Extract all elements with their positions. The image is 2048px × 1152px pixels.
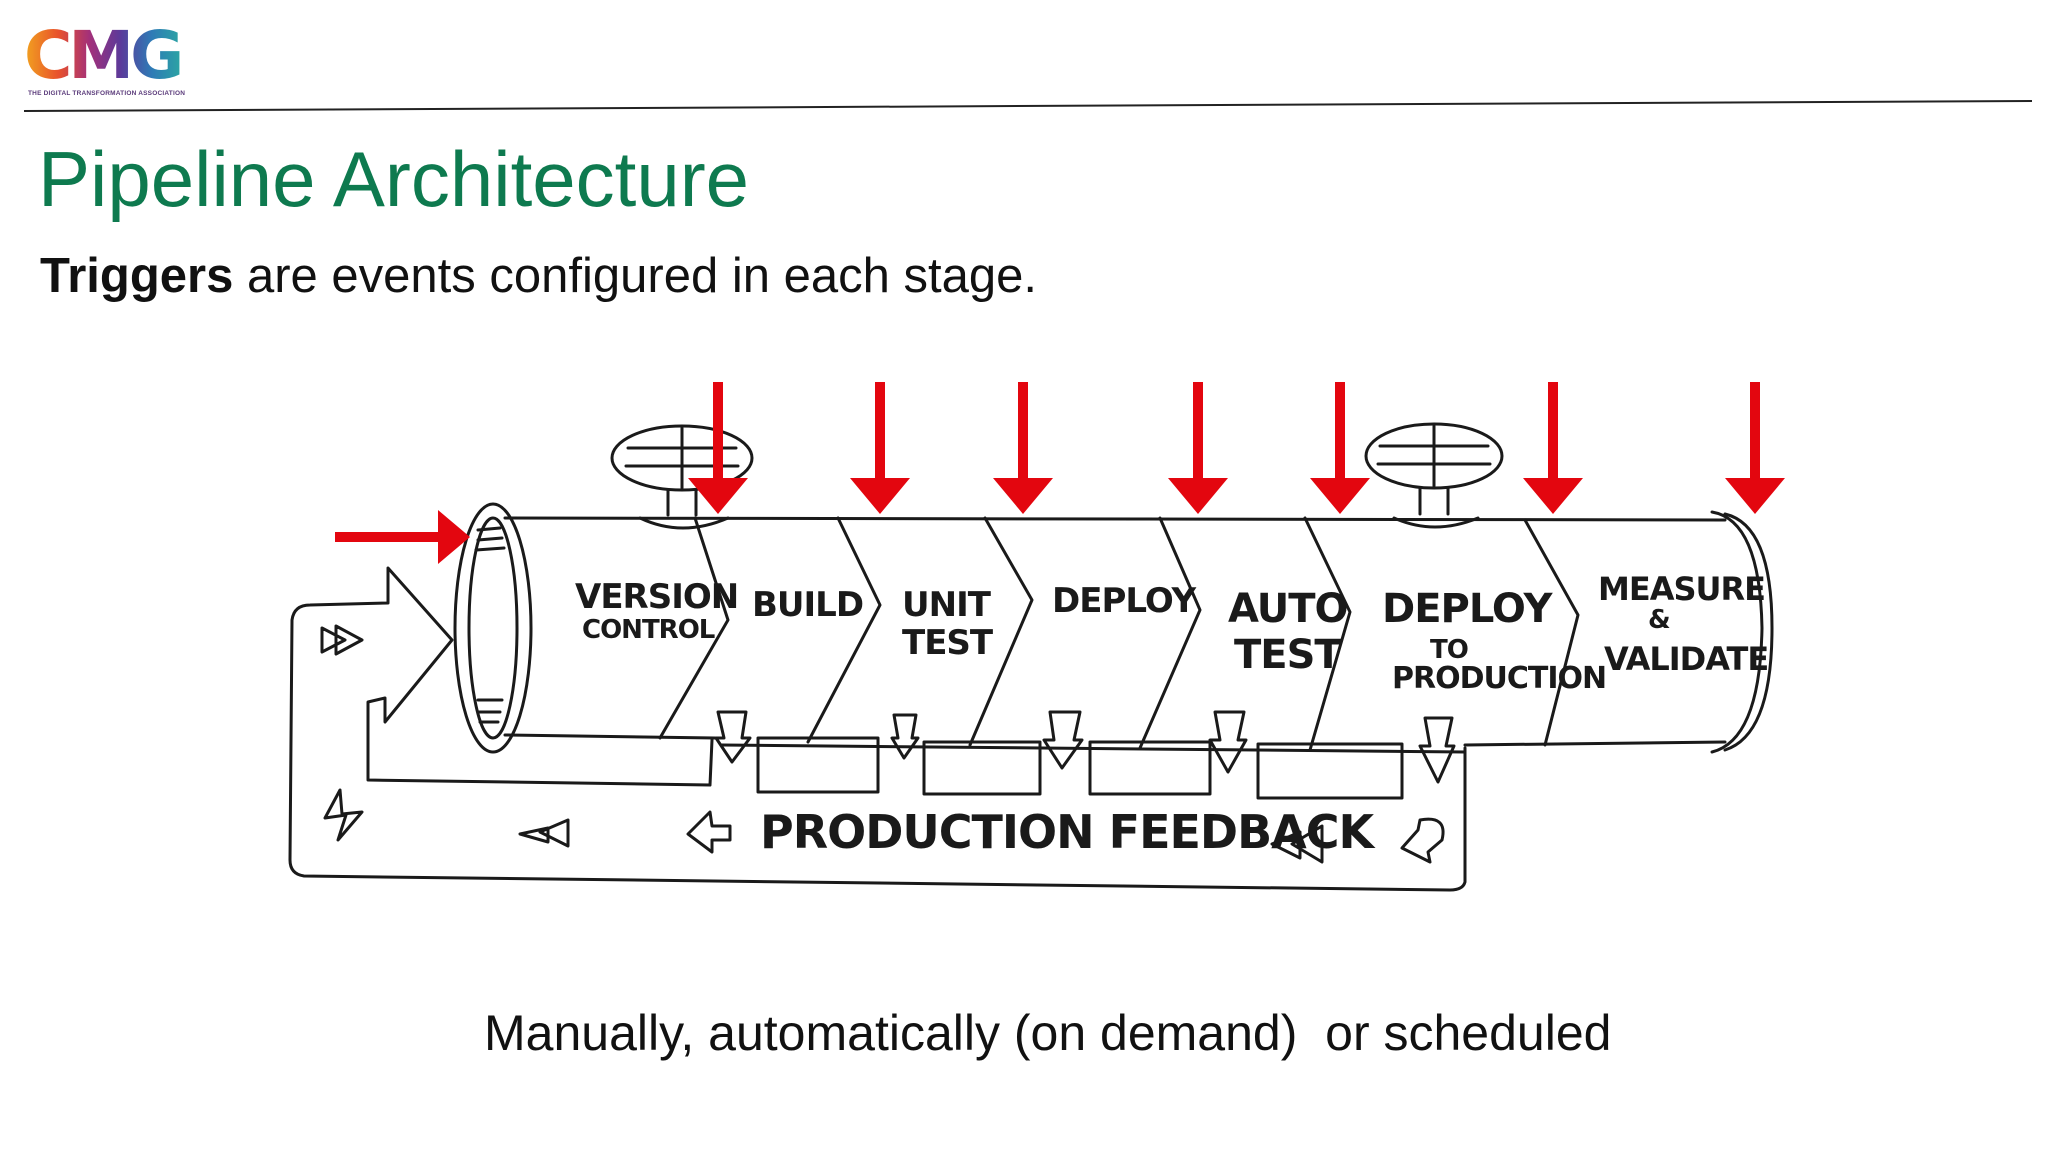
stage-label-deploy-to-prod: DEPLOY bbox=[1382, 586, 1553, 632]
stage-label-build: BUILD bbox=[752, 585, 863, 625]
logo-wordmark: CMG bbox=[24, 17, 184, 94]
trigger-arrows bbox=[335, 382, 1785, 564]
cmg-logo: CMG THE DIGITAL TRANSFORMATION ASSOCIATI… bbox=[24, 18, 224, 104]
trigger-slot bbox=[1256, 742, 1404, 800]
trigger-arrow-icon bbox=[993, 382, 1053, 514]
stage-label-and: & bbox=[1648, 605, 1670, 635]
feedback-loop-outline bbox=[288, 566, 1467, 892]
trigger-arrow-icon bbox=[335, 510, 470, 564]
trigger-slot bbox=[1088, 740, 1212, 796]
logo-tagline: THE DIGITAL TRANSFORMATION ASSOCIATION bbox=[28, 90, 186, 97]
stage-label-unit: UNIT bbox=[902, 585, 992, 625]
trigger-slot bbox=[922, 740, 1042, 796]
trigger-arrow-icon bbox=[688, 382, 748, 514]
valve-icon bbox=[1364, 422, 1504, 529]
stage-label-version-control: VERSION bbox=[575, 577, 738, 617]
pipe-end-cap bbox=[1710, 510, 1764, 754]
header-divider bbox=[23, 100, 2033, 112]
stage-label-validate: VALIDATE bbox=[1604, 640, 1768, 678]
stage-label-auto-test: TEST bbox=[1234, 632, 1342, 678]
pipe-bottom-left bbox=[503, 733, 717, 740]
pipe-top-edge bbox=[503, 516, 1727, 522]
stage-label-version-control-2: CONTROL bbox=[582, 615, 715, 645]
pipe-bottom-right bbox=[1463, 740, 1727, 747]
stage-label-measure: MEASURE bbox=[1598, 570, 1765, 608]
trigger-arrow-icon bbox=[850, 382, 910, 514]
feedback-label: PRODUCTION FEEDBACK bbox=[760, 805, 1377, 859]
trigger-arrow-icon bbox=[1523, 382, 1583, 514]
trigger-slot bbox=[756, 736, 880, 794]
stage-label-production: PRODUCTION bbox=[1392, 661, 1606, 696]
slide-subtitle: Triggers are events configured in each s… bbox=[40, 252, 1037, 301]
valve-icon bbox=[610, 424, 754, 530]
stage-label-test: TEST bbox=[902, 623, 994, 663]
subtitle-bold: Triggers bbox=[40, 249, 234, 303]
subtitle-rest: are events configured in each stage. bbox=[233, 249, 1037, 303]
pipe-opening-ring bbox=[453, 502, 533, 754]
trigger-arrow-icon bbox=[1725, 382, 1785, 514]
stage-label-to: TO bbox=[1430, 635, 1468, 665]
stage-label-deploy: DEPLOY bbox=[1052, 581, 1197, 621]
stage-label-auto: AUTO bbox=[1228, 586, 1348, 632]
trigger-arrow-icon bbox=[1310, 382, 1370, 514]
slide-title: Pipeline Architecture bbox=[38, 135, 750, 223]
trigger-arrow-icon bbox=[1168, 382, 1228, 514]
slide-caption: Manually, automatically (on demand) or s… bbox=[484, 1005, 1612, 1061]
